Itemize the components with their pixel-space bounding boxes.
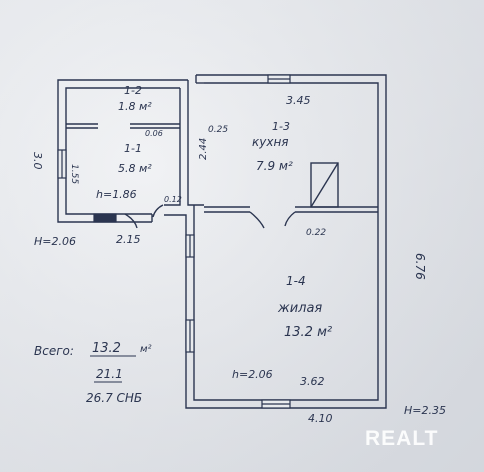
- totals-unit: м²: [140, 344, 152, 355]
- door-swing-entrance: [124, 213, 138, 229]
- room-1-1-height: h=1.86: [96, 188, 137, 201]
- room-1-1-area: 5.8 м²: [118, 162, 152, 175]
- room-1-3-name: кухня: [252, 135, 289, 149]
- realt-watermark: REALT: [365, 427, 438, 450]
- room-1-4-number: 1-4: [286, 274, 306, 288]
- dim-gap-3: 0.22: [306, 228, 326, 238]
- dim-left-bottom: 2.15: [116, 233, 141, 246]
- room-1-1-number: 1-1: [124, 142, 142, 155]
- dim-top: 3.45: [286, 94, 311, 107]
- shared-wall-inner: [164, 88, 181, 206]
- entrance-door-mark: [93, 213, 117, 223]
- stove-diagonal: [310, 162, 339, 208]
- door-swing-living: [249, 211, 265, 229]
- dim-right: 6.76: [413, 253, 427, 280]
- room-1-3-number: 1-3: [272, 120, 290, 133]
- totals-sub: 21.1: [96, 367, 123, 381]
- dim-gap-1: 0.25: [208, 125, 228, 135]
- dim-kitchen-left: 2.44: [198, 138, 209, 160]
- door-swing-vestibule: [152, 204, 164, 218]
- height-left: H=2.06: [34, 235, 76, 248]
- dim-bottom-outer: 4.10: [308, 412, 333, 425]
- room-1-4-name: жилая: [277, 301, 322, 316]
- dim-bottom-inner: 3.62: [300, 375, 325, 388]
- door-swing-kitchen: [284, 211, 296, 227]
- totals-label: Всего:: [34, 344, 74, 358]
- totals-area: 13.2: [92, 341, 121, 356]
- stove: [310, 162, 339, 208]
- totals-total: 26.7 СНБ: [86, 391, 142, 405]
- windows: [57, 74, 291, 409]
- totals-underlines: [90, 355, 136, 383]
- room-1-2-number: 1-2: [124, 84, 142, 97]
- shared-wall-outer: [187, 80, 204, 206]
- room-1-4-height: h=2.06: [232, 368, 273, 381]
- labels: 1-2 1.8 м² 0.06 1-1 5.8 м² h=1.86 1-3 ку…: [31, 84, 446, 425]
- room-1-2-extra: 0.06: [145, 129, 163, 138]
- room-1-2-area: 1.8 м²: [118, 100, 152, 113]
- room-1-3-area: 7.9 м²: [256, 159, 293, 173]
- dim-gap-2: 0.12: [164, 195, 182, 204]
- height-right: H=2.35: [404, 404, 446, 417]
- dim-left-inner: 1.55: [69, 164, 79, 184]
- room-1-4-area: 13.2 м²: [284, 325, 332, 340]
- dim-left-small: 3.0: [31, 152, 44, 170]
